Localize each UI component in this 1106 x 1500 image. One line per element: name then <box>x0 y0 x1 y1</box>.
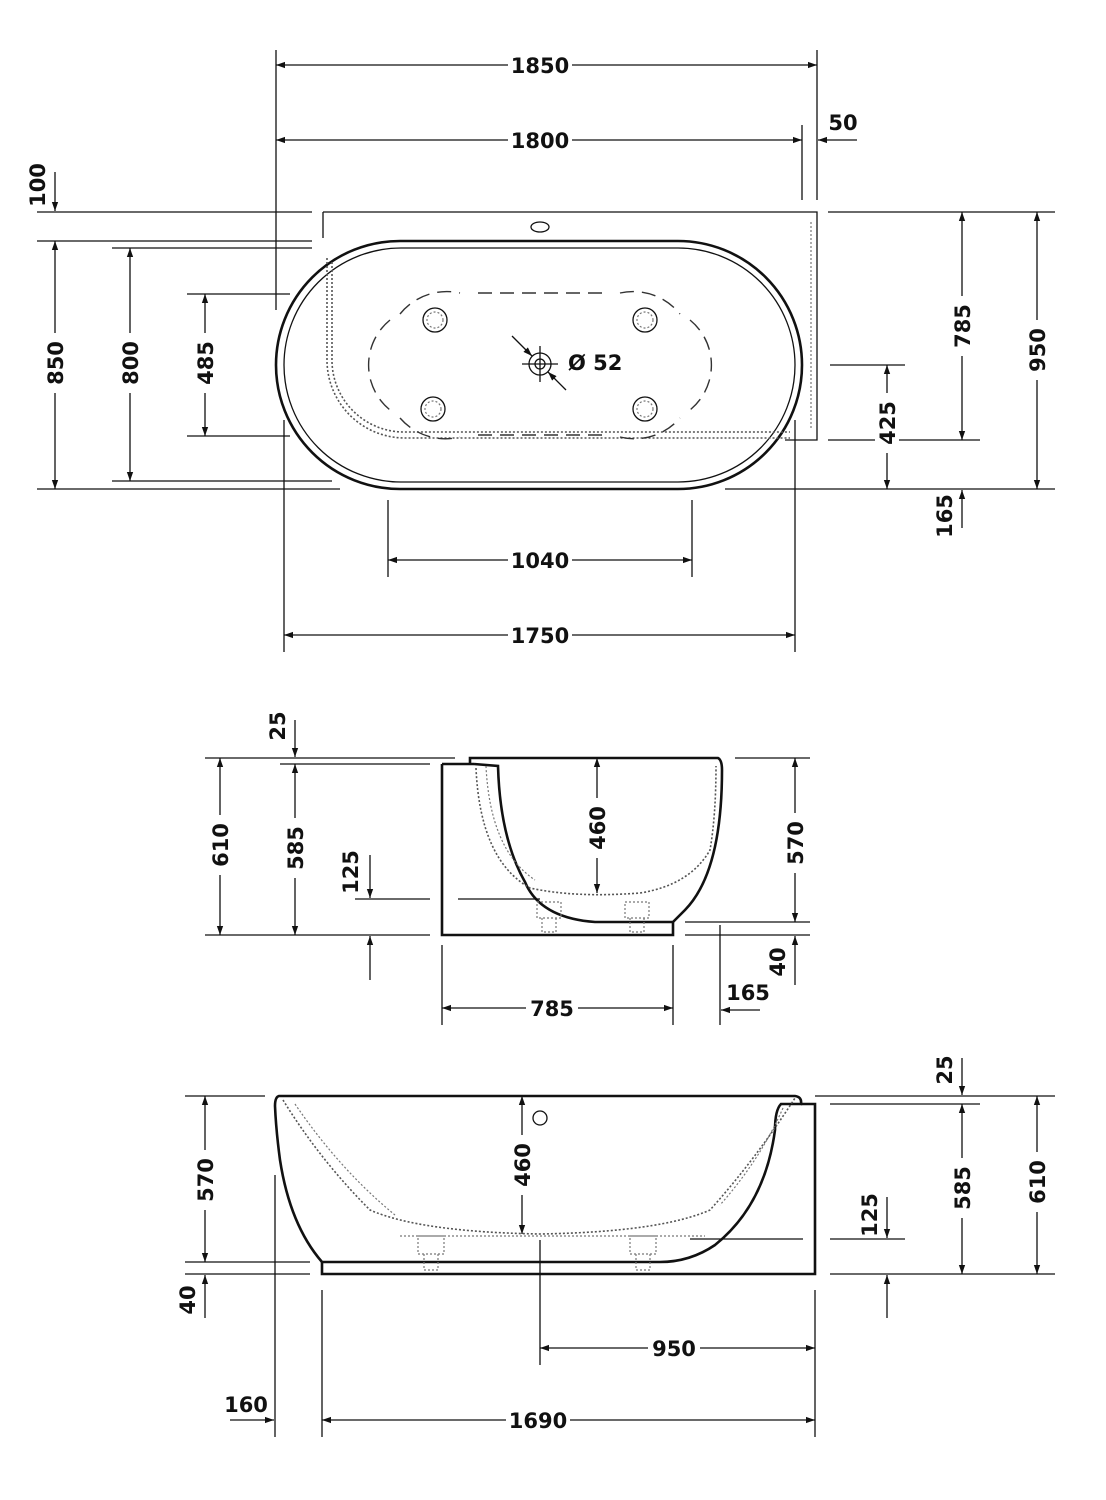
drain-icon <box>511 335 567 391</box>
overflow-icon <box>532 1110 548 1126</box>
dim-label: 100 <box>26 163 50 207</box>
dim-label: 40 <box>766 947 790 976</box>
dim-label: 165 <box>933 494 957 538</box>
dim-label: 610 <box>209 823 233 867</box>
dim-label: 950 <box>1026 328 1050 372</box>
front-view: 25 570 460 125 585 610 40 950 160 1690 <box>176 1055 1055 1437</box>
foot-icon <box>417 1235 445 1271</box>
dim-label: 25 <box>933 1055 957 1084</box>
foot-icon <box>624 901 650 933</box>
dim-label: 160 <box>224 1393 268 1417</box>
foot-icon <box>536 901 562 933</box>
dim-label: 40 <box>176 1285 200 1314</box>
dim-label: 1800 <box>511 129 569 153</box>
dim-label: 485 <box>194 341 218 385</box>
dim-label: 1750 <box>511 624 569 648</box>
overflow-icon <box>530 221 550 233</box>
dim-label: Ø 52 <box>568 351 622 375</box>
dim-label: 1690 <box>509 1409 567 1433</box>
dim-label: 460 <box>586 806 610 850</box>
jet-icon <box>422 307 448 333</box>
jet-icon <box>420 396 446 422</box>
dim-label: 125 <box>858 1193 882 1237</box>
dim-label: 570 <box>194 1158 218 1202</box>
foot-icon <box>629 1235 657 1271</box>
side-view: 25 610 585 125 460 570 40 165 785 <box>205 711 810 1025</box>
dim-label: 610 <box>1026 1160 1050 1204</box>
dim-label: 25 <box>266 711 290 740</box>
dim-label: 785 <box>951 304 975 348</box>
dim-label: 785 <box>530 997 574 1021</box>
dim-label: 1850 <box>511 54 569 78</box>
dim-label: 585 <box>284 826 308 870</box>
dim-label: 585 <box>951 1166 975 1210</box>
dim-label: 800 <box>119 341 143 385</box>
dim-label: 125 <box>339 850 363 894</box>
plan-view: 1850 1800 50 100 850 800 485 Ø 52 785 95… <box>26 50 1055 652</box>
dim-label: 950 <box>652 1337 696 1361</box>
jet-icon <box>632 307 658 333</box>
jet-icon <box>632 396 658 422</box>
dim-label: 425 <box>876 401 900 445</box>
dim-label: 50 <box>828 111 857 135</box>
dim-label: 850 <box>44 341 68 385</box>
dim-label: 165 <box>726 981 770 1005</box>
dim-label: 460 <box>511 1143 535 1187</box>
dim-label: 570 <box>784 821 808 865</box>
dim-label: 1040 <box>511 549 569 573</box>
